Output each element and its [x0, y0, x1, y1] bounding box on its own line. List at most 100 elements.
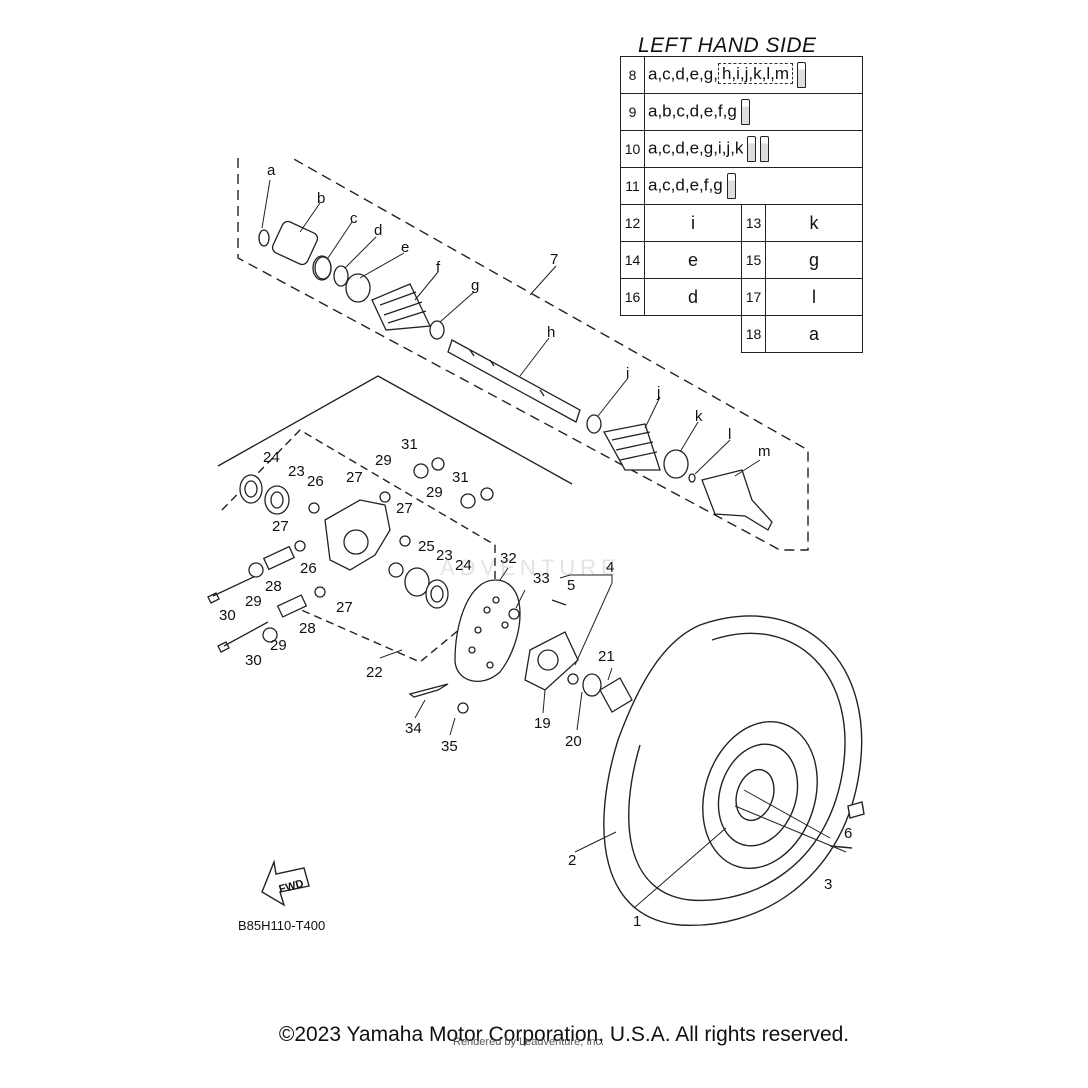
callout-21: 21	[598, 648, 615, 665]
shaft-assembly-outline	[237, 157, 809, 551]
brake-disc-32	[454, 579, 521, 682]
diagram-part-number: B85H110-T400	[238, 918, 326, 933]
band-k	[663, 449, 689, 479]
knuckle-assembly-outline	[217, 375, 573, 485]
washer-29c	[248, 562, 264, 578]
valve-3	[829, 845, 853, 849]
callout-34: 34	[405, 720, 422, 737]
callout-29b: 29	[426, 484, 443, 501]
rendered-by-note: Rendered by Leadventure, Inc.	[453, 1036, 605, 1048]
callout-23b: 23	[436, 547, 453, 564]
grease-tube-icon	[726, 173, 736, 199]
table-row: 12 i 13 k	[620, 204, 863, 242]
collar-27d	[314, 586, 326, 598]
callout-26b: 26	[300, 560, 317, 577]
callout-31b: 31	[452, 469, 469, 486]
collar-27c	[294, 540, 306, 552]
washer-29b	[460, 493, 476, 509]
callout-19: 19	[534, 715, 551, 732]
callout-27c: 27	[272, 518, 289, 535]
table-row: 9 a,b,c,d,e,f,g	[620, 93, 863, 131]
kit-contents-table: 8 a,c,d,e,g,h,i,j,k,l,m 9 a,b,c,d,e,f,g …	[620, 56, 863, 353]
callout-b: b	[317, 190, 325, 207]
callout-32: 32	[500, 550, 517, 567]
grease-tube-icon	[797, 62, 806, 88]
callout-23a: 23	[288, 463, 305, 480]
row-value: l	[765, 278, 863, 316]
callout-labels: a b c d e f g h i j k l m 7 1 2 3 4 5 6 …	[219, 162, 852, 930]
boot-f	[371, 283, 431, 331]
table-row: 11 a,c,d,e,f,g	[620, 167, 863, 205]
knuckle-dashed-outline	[221, 429, 496, 663]
callout-h: h	[547, 324, 555, 341]
row-number: 15	[741, 241, 766, 279]
collar-27a	[379, 491, 391, 503]
copyright-notice: ©2023 Yamaha Motor Corporation, U.S.A. A…	[278, 1023, 850, 1046]
callout-i: i	[626, 365, 629, 382]
row-number: 10	[620, 130, 645, 168]
callout-30a: 30	[219, 607, 236, 624]
callout-27b: 27	[396, 500, 413, 517]
callout-20: 20	[565, 733, 582, 750]
screw-35	[457, 702, 469, 714]
row-value: g	[765, 241, 863, 279]
row-value: a	[765, 315, 863, 353]
table-row: 18 a	[620, 315, 863, 353]
callout-l: l	[728, 426, 731, 443]
outer-joint-b	[271, 220, 319, 266]
brake-and-hub	[408, 579, 633, 714]
callout-2: 2	[568, 852, 576, 869]
callout-27d: 27	[336, 599, 353, 616]
callout-28b: 28	[299, 620, 316, 637]
table-title: LEFT HAND SIDE	[638, 34, 817, 57]
row-number: 17	[741, 278, 766, 316]
watermark-text: ADVENTURE	[440, 555, 621, 580]
bushing-26a	[308, 502, 320, 514]
circlip-a	[258, 229, 270, 247]
row-value: d	[644, 278, 742, 316]
callout-28a: 28	[265, 578, 282, 595]
bolt-30b	[217, 621, 269, 653]
row-number: 11	[620, 167, 645, 205]
callout-e: e	[401, 239, 409, 256]
row-value: k	[765, 204, 863, 242]
nut-31b	[480, 487, 494, 501]
row-contents: a,c,d,e,g,i,j,k	[644, 130, 863, 168]
inner-joint-m	[701, 469, 773, 531]
callout-f: f	[436, 259, 441, 276]
callout-m: m	[758, 443, 771, 460]
bearing-23b	[404, 567, 430, 597]
callout-35: 35	[441, 738, 458, 755]
callout-c: c	[350, 210, 358, 227]
fwd-arrow: FWD	[261, 859, 310, 907]
collar-27b	[399, 535, 411, 547]
callout-1: 1	[633, 913, 641, 930]
nut-20	[582, 673, 602, 697]
row-number: 18	[741, 315, 766, 353]
callout-22: 22	[366, 664, 383, 681]
callout-31a: 31	[401, 436, 418, 453]
callout-26a: 26	[307, 473, 324, 490]
callout-33: 33	[533, 570, 550, 587]
callout-25: 25	[418, 538, 435, 555]
stud-5	[551, 599, 567, 606]
knuckle-parts	[207, 457, 494, 653]
circlip-c	[314, 256, 332, 280]
lug-nut-6	[847, 801, 865, 819]
bolt-33	[508, 608, 520, 620]
boxed-items: h,i,j,k,l,m	[717, 63, 793, 85]
callout-3: 3	[824, 876, 832, 893]
table-row: 8 a,c,d,e,g,h,i,j,k,l,m	[620, 56, 863, 94]
cotter-pin-34	[408, 683, 449, 698]
row-number: 16	[620, 278, 645, 316]
washer-29d	[262, 627, 278, 643]
row-value: e	[644, 241, 742, 279]
wheel-assembly	[603, 615, 865, 927]
callout-4: 4	[606, 559, 614, 576]
washer-19	[567, 673, 579, 685]
callout-29a: 29	[375, 452, 392, 469]
callout-a: a	[267, 162, 276, 179]
callout-24b: 24	[455, 557, 472, 574]
collar-28b	[276, 594, 308, 618]
